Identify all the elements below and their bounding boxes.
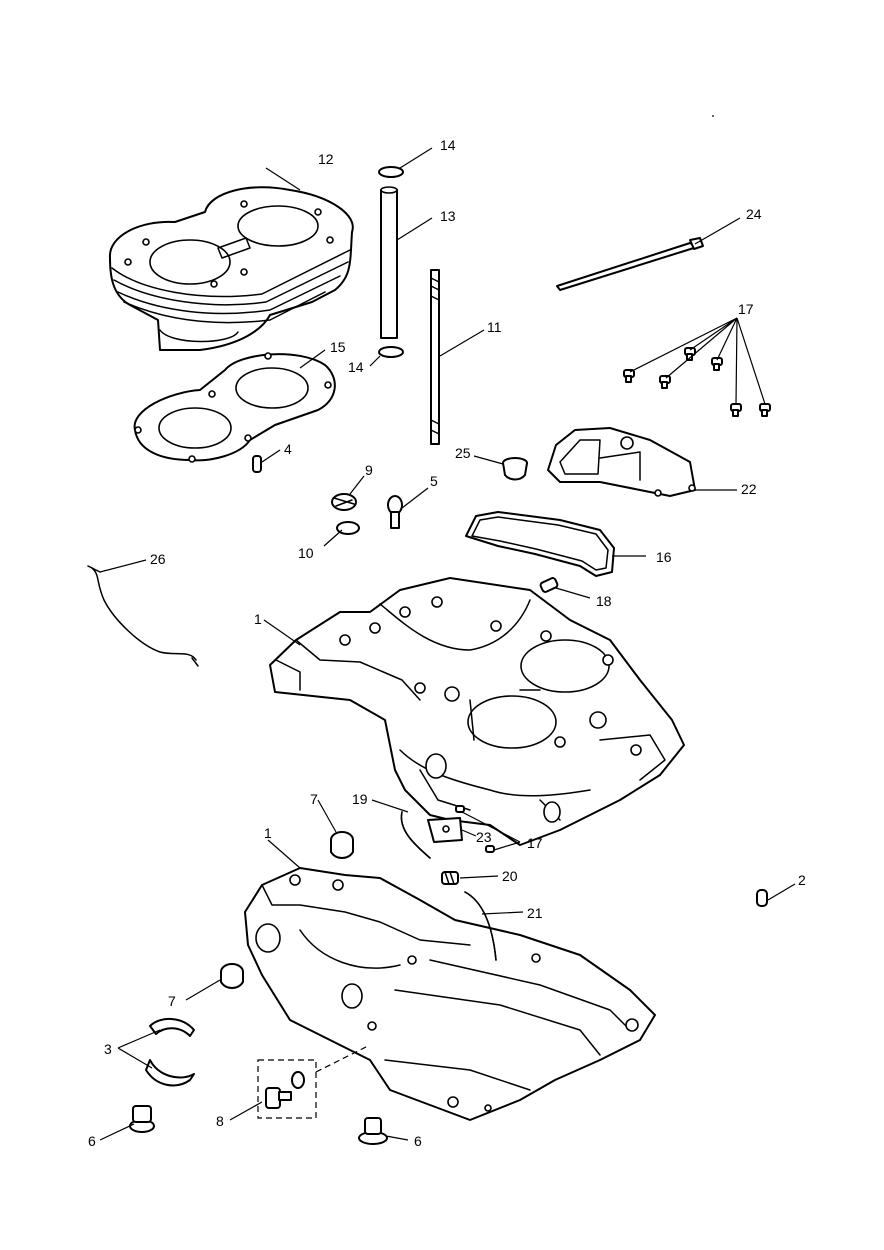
- banjo-bolt-part: [387, 495, 403, 529]
- callout-19: 19: [352, 791, 368, 807]
- callout-7-lower: 7: [168, 993, 176, 1009]
- callout-18: 18: [596, 593, 612, 609]
- callout-1-upper: 1: [254, 611, 262, 627]
- callout-26: 26: [150, 551, 166, 567]
- callout-4: 4: [284, 441, 292, 457]
- breather-cover-part: [547, 427, 696, 497]
- callout-7-upper: 7: [310, 791, 318, 807]
- washer-part-10: [336, 521, 360, 535]
- callout-22: 22: [741, 481, 757, 497]
- leader-lines: [99, 147, 796, 1141]
- plug-part-6-left: [129, 1105, 155, 1133]
- cable-tie-part: [556, 237, 704, 291]
- callout-20: 20: [502, 868, 518, 884]
- callout-24: 24: [746, 206, 762, 222]
- blanking-plug-part: [502, 457, 528, 481]
- callout-10: 10: [298, 545, 314, 561]
- callout-6-left: 6: [88, 1133, 96, 1149]
- bush-upper-part: [330, 831, 354, 859]
- callout-23: 23: [476, 829, 492, 845]
- callout-5: 5: [430, 473, 438, 489]
- dowel-part-4: [252, 455, 262, 473]
- callout-labels: 12 14 13 14 11 24 17 15 4 25 22 9 5 10 1…: [88, 137, 806, 1149]
- callout-12: 12: [318, 151, 334, 167]
- pushrod-tube-part: [380, 186, 398, 339]
- bearing-shells-part: [145, 1018, 195, 1087]
- callout-3: 3: [104, 1041, 112, 1057]
- lower-crankcase-part: [244, 867, 656, 1121]
- bush-lower-part: [220, 963, 244, 989]
- breather-pipe-part: [400, 811, 431, 859]
- callout-25: 25: [455, 445, 471, 461]
- callout-8: 8: [216, 1113, 224, 1129]
- callout-13: 13: [440, 208, 456, 224]
- callout-17-top: 17: [738, 301, 754, 317]
- spring-part: [441, 871, 459, 885]
- callout-17-bottom: 17: [527, 835, 543, 851]
- cylinder-block-part: [108, 186, 354, 351]
- callout-2: 2: [798, 872, 806, 888]
- upper-crankcase-part: [269, 577, 685, 846]
- base-gasket-part: [133, 352, 336, 463]
- o-ring-lower-part: [378, 346, 404, 358]
- callout-9: 9: [365, 462, 373, 478]
- callout-11: 11: [487, 319, 502, 335]
- callout-1-lower: 1: [264, 825, 272, 841]
- o-ring-upper-part: [378, 166, 404, 178]
- callout-14-bottom: 14: [348, 359, 364, 375]
- bracket-part: [427, 805, 495, 853]
- cover-gasket-part: [465, 511, 615, 577]
- plug-part-9: [331, 493, 357, 511]
- callout-15: 15: [330, 339, 346, 355]
- dowel-part-2: [756, 889, 768, 907]
- drain-plug-part: [257, 1045, 369, 1119]
- wire-lead-part: [87, 565, 199, 667]
- callout-14-top: 14: [440, 137, 456, 153]
- screws-part: [623, 347, 771, 417]
- callout-6-right: 6: [414, 1133, 422, 1149]
- cylinder-stud-part: [430, 269, 440, 445]
- callout-16: 16: [656, 549, 672, 565]
- plug-part-6-right: [358, 1117, 388, 1145]
- plug-part-18: [539, 577, 559, 593]
- callout-21: 21: [527, 905, 543, 921]
